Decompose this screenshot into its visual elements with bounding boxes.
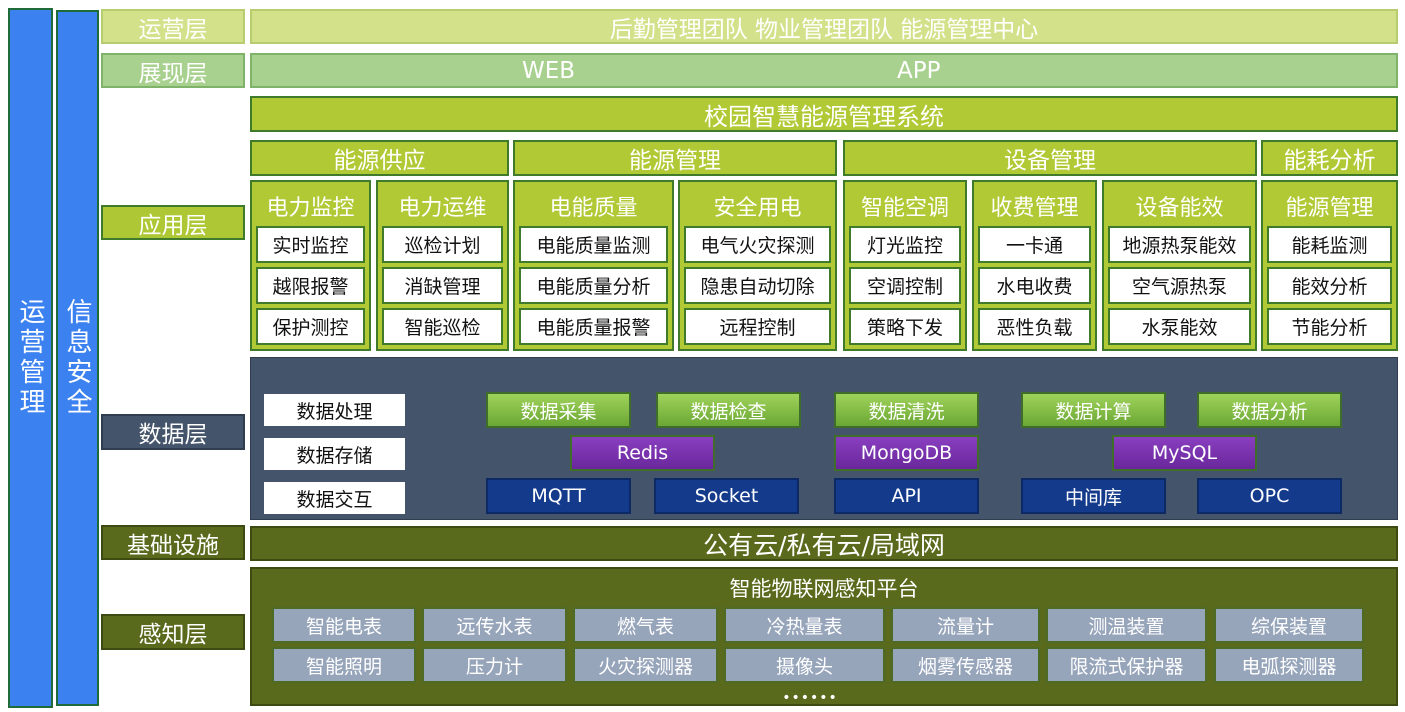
category-box: 能耗分析: [1261, 140, 1398, 176]
module-item[interactable]: 恶性负载: [978, 308, 1091, 345]
module-item[interactable]: 地源热泵能效: [1108, 226, 1251, 263]
data-process-button[interactable]: 数据采集: [486, 392, 631, 428]
data-process-button[interactable]: 数据分析: [1197, 392, 1342, 428]
module-item[interactable]: 远程控制: [684, 308, 831, 345]
device-tile[interactable]: 燃气表: [573, 607, 718, 643]
data-interface-button[interactable]: 中间库: [1021, 478, 1166, 514]
data-process-button[interactable]: 数据清洗: [834, 392, 979, 428]
layer-label-application: 应用层: [101, 205, 245, 240]
module-item[interactable]: 电气火灾探测: [684, 226, 831, 263]
device-tile[interactable]: 火灾探测器: [573, 647, 718, 683]
data-interface-button[interactable]: Socket: [654, 478, 799, 514]
device-tile[interactable]: 测温装置: [1046, 607, 1207, 643]
data-storage-button[interactable]: MySQL: [1112, 435, 1257, 471]
category-box: 能源管理: [513, 140, 837, 176]
module-item[interactable]: 节能分析: [1267, 308, 1392, 345]
device-tile[interactable]: 智能电表: [272, 607, 416, 643]
device-tile[interactable]: 综保装置: [1214, 607, 1364, 643]
data-storage-button[interactable]: Redis: [570, 435, 715, 471]
module-item[interactable]: 水泵能效: [1108, 308, 1251, 345]
device-tile[interactable]: 压力计: [422, 647, 567, 683]
side-bar-information-security: 信息安全: [56, 10, 99, 706]
module-item[interactable]: 保护测控: [256, 308, 365, 345]
device-tile[interactable]: 电弧探测器: [1214, 647, 1364, 683]
layer-label-infrastructure: 基础设施: [101, 525, 245, 560]
ops-teams-bar: 后勤管理团队 物业管理团队 能源管理中心: [250, 9, 1398, 44]
layer-label-perception: 感知层: [101, 614, 245, 650]
module-item[interactable]: 空气源热泵: [1108, 267, 1251, 304]
module-item[interactable]: 消缺管理: [382, 267, 503, 304]
module-item[interactable]: 巡检计划: [382, 226, 503, 263]
device-tile[interactable]: 智能照明: [272, 647, 416, 683]
data-interface-button[interactable]: MQTT: [486, 478, 631, 514]
module-item[interactable]: 越限报警: [256, 267, 365, 304]
device-tile[interactable]: 远传水表: [422, 607, 567, 643]
presentation-bar: WEB APP: [250, 53, 1398, 88]
module-item[interactable]: 能效分析: [1267, 267, 1392, 304]
data-process-button[interactable]: 数据计算: [1021, 392, 1166, 428]
module-item[interactable]: 智能巡检: [382, 308, 503, 345]
module-item[interactable]: 能耗监测: [1267, 226, 1392, 263]
module-item[interactable]: 策略下发: [849, 308, 961, 345]
infrastructure-bar: 公有云/私有云/局域网: [250, 526, 1398, 561]
more-indicator: ••••••: [782, 690, 838, 706]
category-box: 能源供应: [250, 140, 509, 176]
system-title: 校园智慧能源管理系统: [250, 96, 1398, 132]
module-item[interactable]: 灯光监控: [849, 226, 961, 263]
data-storage-button[interactable]: MongoDB: [834, 435, 979, 471]
layer-label-presentation: 展现层: [101, 53, 245, 88]
data-interface-button[interactable]: API: [834, 478, 979, 514]
layer-label-ops: 运营层: [101, 9, 245, 44]
module-item[interactable]: 一卡通: [978, 226, 1091, 263]
device-tile[interactable]: 烟雾传感器: [891, 647, 1040, 683]
device-tile[interactable]: 限流式保护器: [1046, 647, 1207, 683]
module-item[interactable]: 空调控制: [849, 267, 961, 304]
device-tile[interactable]: 流量计: [891, 607, 1040, 643]
data-function-box: 数据存储: [262, 436, 407, 472]
device-tile[interactable]: 冷热量表: [724, 607, 885, 643]
web-label: WEB: [522, 57, 576, 84]
app-label: APP: [897, 57, 941, 84]
data-function-box: 数据交互: [262, 480, 407, 516]
device-tile[interactable]: 摄像头: [724, 647, 885, 683]
module-item[interactable]: 实时监控: [256, 226, 365, 263]
layer-label-data: 数据层: [101, 414, 245, 450]
module-item[interactable]: 电能质量分析: [519, 267, 668, 304]
category-box: 设备管理: [843, 140, 1257, 176]
module-item[interactable]: 电能质量报警: [519, 308, 668, 345]
module-item[interactable]: 电能质量监测: [519, 226, 668, 263]
data-process-button[interactable]: 数据检查: [656, 392, 801, 428]
data-interface-button[interactable]: OPC: [1197, 478, 1342, 514]
module-item[interactable]: 隐患自动切除: [684, 267, 831, 304]
side-bar-operations-management: 运营管理: [8, 8, 53, 708]
perception-title: 智能物联网感知平台: [729, 577, 919, 601]
data-function-box: 数据处理: [262, 392, 407, 428]
module-item[interactable]: 水电收费: [978, 267, 1091, 304]
